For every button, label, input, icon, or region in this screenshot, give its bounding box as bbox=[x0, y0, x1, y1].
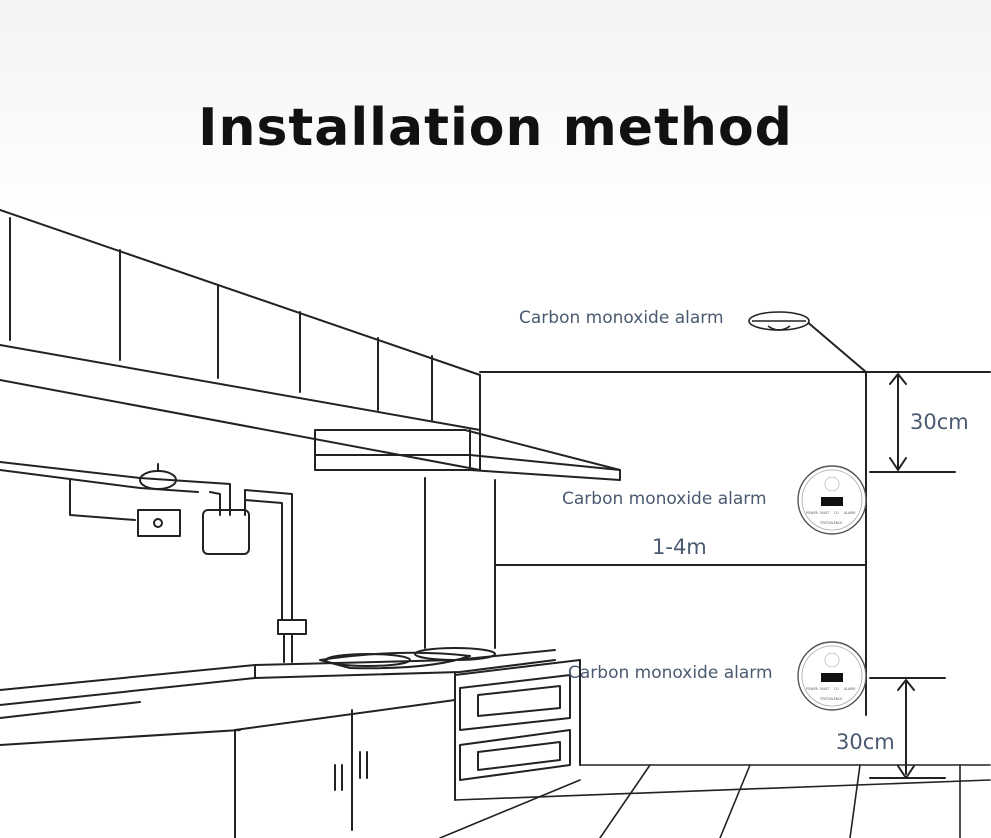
bottom-distance-label: 30cm bbox=[836, 730, 895, 754]
top-distance-label: 30cm bbox=[910, 410, 969, 434]
range-hood bbox=[314, 429, 621, 481]
svg-text:POWER: POWER bbox=[806, 687, 819, 691]
svg-text:FAULT: FAULT bbox=[820, 687, 829, 691]
floor-tiles bbox=[439, 764, 991, 838]
upper-cabinets bbox=[0, 209, 481, 471]
horizontal-distance-label: 1-4m bbox=[652, 535, 707, 559]
lower-cabinets bbox=[234, 699, 456, 838]
svg-text:FAULT: FAULT bbox=[820, 511, 829, 515]
gas-pipes bbox=[0, 461, 307, 663]
low-alarm-label: Carbon monoxide alarm bbox=[568, 663, 773, 683]
svg-text:ALARM: ALARM bbox=[844, 511, 855, 515]
dimension-lines bbox=[804, 319, 956, 779]
svg-text:TEST/SILENCE: TEST/SILENCE bbox=[819, 697, 842, 701]
svg-text:ALARM: ALARM bbox=[844, 687, 855, 691]
svg-text:CO: CO bbox=[834, 511, 839, 515]
svg-text:CO: CO bbox=[834, 687, 839, 691]
svg-text:POWER: POWER bbox=[806, 511, 819, 515]
page-title: Installation method bbox=[198, 98, 793, 158]
ceiling-alarm-icon bbox=[748, 311, 810, 331]
ceiling-alarm-label: Carbon monoxide alarm bbox=[519, 308, 724, 328]
wall-alarm-label: Carbon monoxide alarm bbox=[562, 489, 767, 509]
counter-and-stove bbox=[0, 647, 581, 801]
svg-text:TEST/SILENCE: TEST/SILENCE bbox=[819, 521, 842, 525]
